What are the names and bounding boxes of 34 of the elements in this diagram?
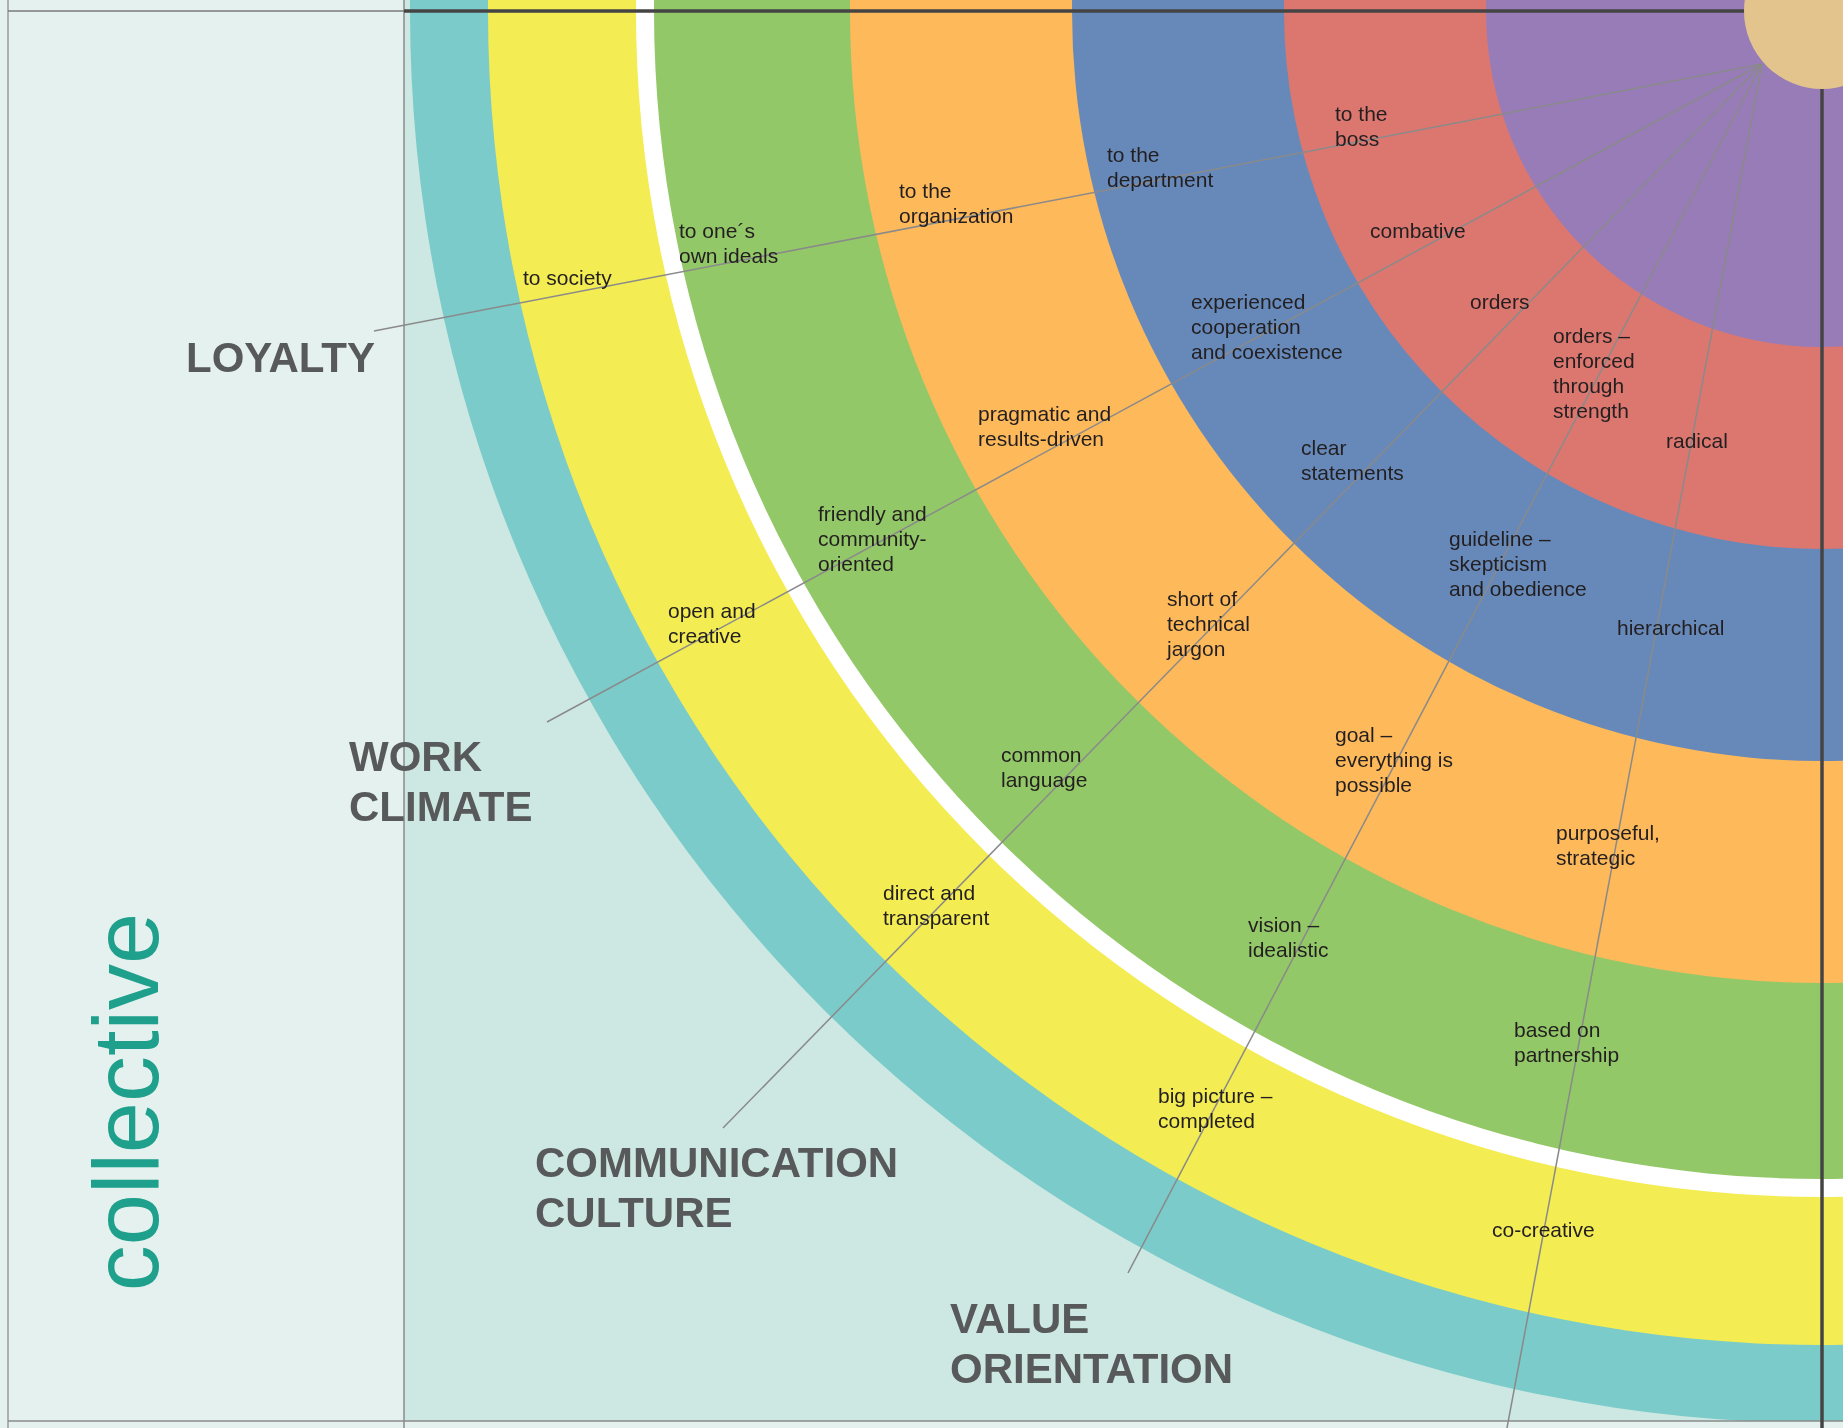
category-heading: LOYALTY (186, 331, 391, 383)
ring-label: to the organization (899, 178, 1014, 228)
leader-line (1127, 63, 1763, 1274)
ring-label: hierarchical (1617, 615, 1725, 640)
leader-line (546, 63, 1763, 723)
ring-label: co-creative (1492, 1217, 1595, 1242)
ring-label: to the department (1107, 142, 1214, 192)
ring-label: pragmatic and results-driven (978, 401, 1112, 451)
ring-label: direct and transparent (883, 880, 990, 930)
leader-line (722, 63, 1763, 1129)
ring-label: clear statements (1301, 435, 1404, 485)
category-heading: COMMUNICATION CULTURE (535, 1128, 935, 1238)
side-label: collective (76, 912, 176, 1292)
ring-label: combative (1370, 218, 1466, 243)
ring-label: to the boss (1335, 101, 1388, 151)
ring-label: friendly and community-oriented (818, 501, 927, 576)
ring-label: orders (1470, 289, 1530, 314)
ring-label: short of technical jargon (1167, 586, 1250, 661)
ring-label: common language (1001, 742, 1088, 792)
ring-label: open and creative (668, 598, 756, 648)
ring-label: based on partnership (1514, 1017, 1620, 1067)
ring-label: big picture – completed (1158, 1083, 1273, 1133)
leader-line (1506, 63, 1763, 1428)
category-heading: VALUE ORIENTATION (950, 1273, 1290, 1394)
ring-label: to one´s own ideals (679, 218, 779, 268)
category-heading: WORK CLIMATE (349, 722, 554, 832)
ring-label: to society (523, 265, 612, 290)
ring-label: radical (1666, 428, 1728, 453)
ring-label: purposeful, strategic (1556, 820, 1660, 870)
ring-label: guideline – skepticism and obedience (1449, 526, 1587, 601)
ring-label: experienced cooperation and coexistence (1191, 289, 1343, 364)
ring-label: vision – idealistic (1248, 912, 1329, 962)
ring-label: goal – everything is possible (1335, 722, 1453, 797)
ring-label: orders – enforced through strength (1553, 323, 1635, 423)
